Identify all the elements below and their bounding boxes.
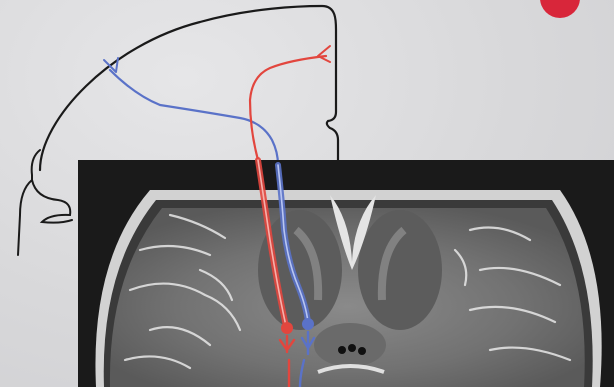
red-synapse-node bbox=[281, 322, 293, 334]
temporal-outline bbox=[18, 150, 72, 255]
red-cortical-fiber bbox=[250, 56, 326, 160]
red-dendrite-end bbox=[318, 46, 330, 62]
corner-marker bbox=[540, 0, 580, 18]
brain-outline bbox=[40, 6, 338, 170]
blue-synapse-node bbox=[302, 318, 314, 330]
mri-inset bbox=[78, 160, 614, 387]
